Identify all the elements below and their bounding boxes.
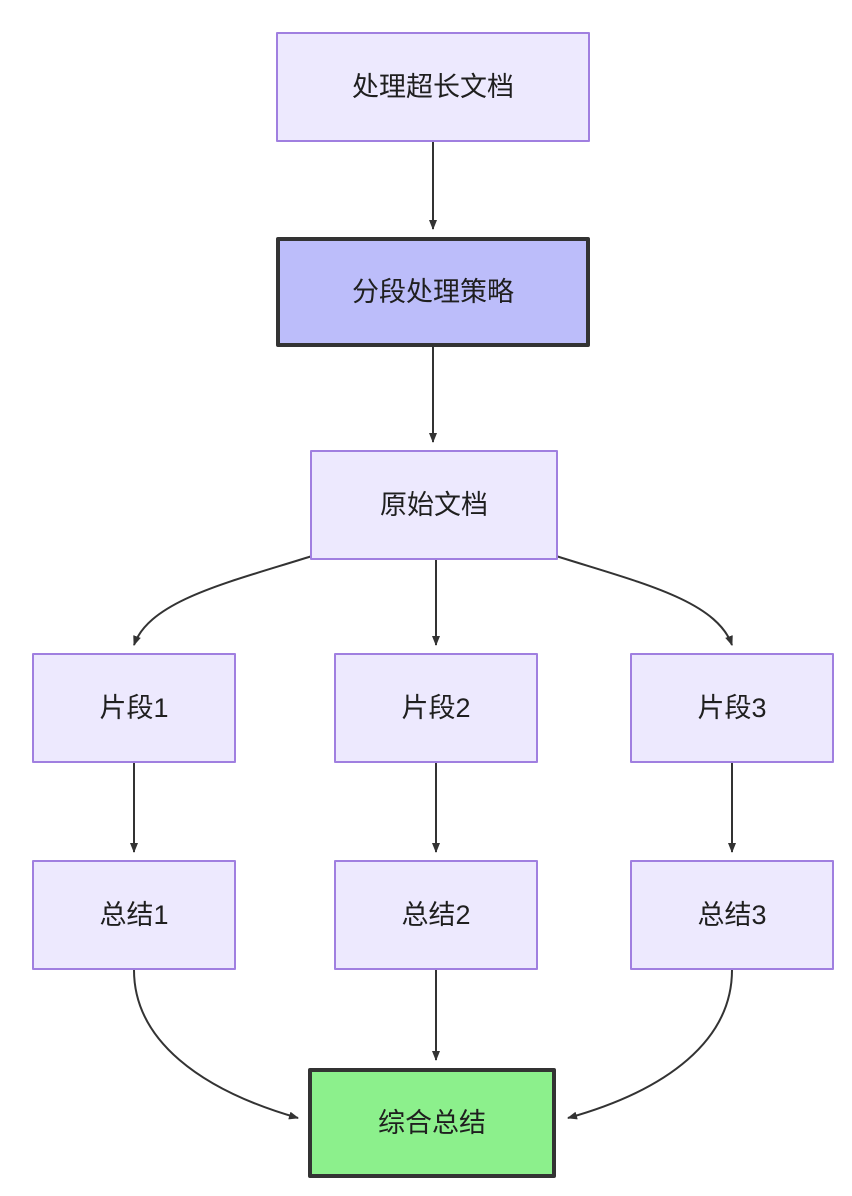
- node-chunking-strategy[interactable]: 分段处理策略: [276, 237, 590, 347]
- node-chunk-2[interactable]: 片段2: [334, 653, 538, 763]
- node-label-chunk-3: 片段3: [697, 692, 767, 723]
- edge-source-document-to-chunk-1: [133, 555, 313, 646]
- node-label-summary-3: 总结3: [697, 899, 767, 930]
- node-chunk-3[interactable]: 片段3: [630, 653, 834, 763]
- edge-summary-3-to-final-summary: [567, 969, 733, 1120]
- node-final-summary[interactable]: 综合总结: [308, 1068, 556, 1178]
- edge-source-document-to-chunk-3: [555, 555, 733, 646]
- node-summary-3[interactable]: 总结3: [630, 860, 834, 970]
- edge-summary-1-to-final-summary: [133, 969, 299, 1120]
- node-summary-1[interactable]: 总结1: [32, 860, 236, 970]
- node-summary-2[interactable]: 总结2: [334, 860, 538, 970]
- node-label-chunking-strategy: 分段处理策略: [352, 276, 514, 307]
- node-label-chunk-1: 片段1: [99, 692, 169, 723]
- node-label-summary-1: 总结1: [99, 899, 169, 930]
- node-label-source-document: 原始文档: [380, 489, 488, 520]
- node-label-final-summary: 综合总结: [378, 1107, 486, 1138]
- node-label-long-document: 处理超长文档: [352, 71, 514, 102]
- node-chunk-1[interactable]: 片段1: [32, 653, 236, 763]
- node-source-document[interactable]: 原始文档: [310, 450, 558, 560]
- node-label-summary-2: 总结2: [401, 899, 471, 930]
- node-long-document[interactable]: 处理超长文档: [276, 32, 590, 142]
- node-label-chunk-2: 片段2: [401, 692, 471, 723]
